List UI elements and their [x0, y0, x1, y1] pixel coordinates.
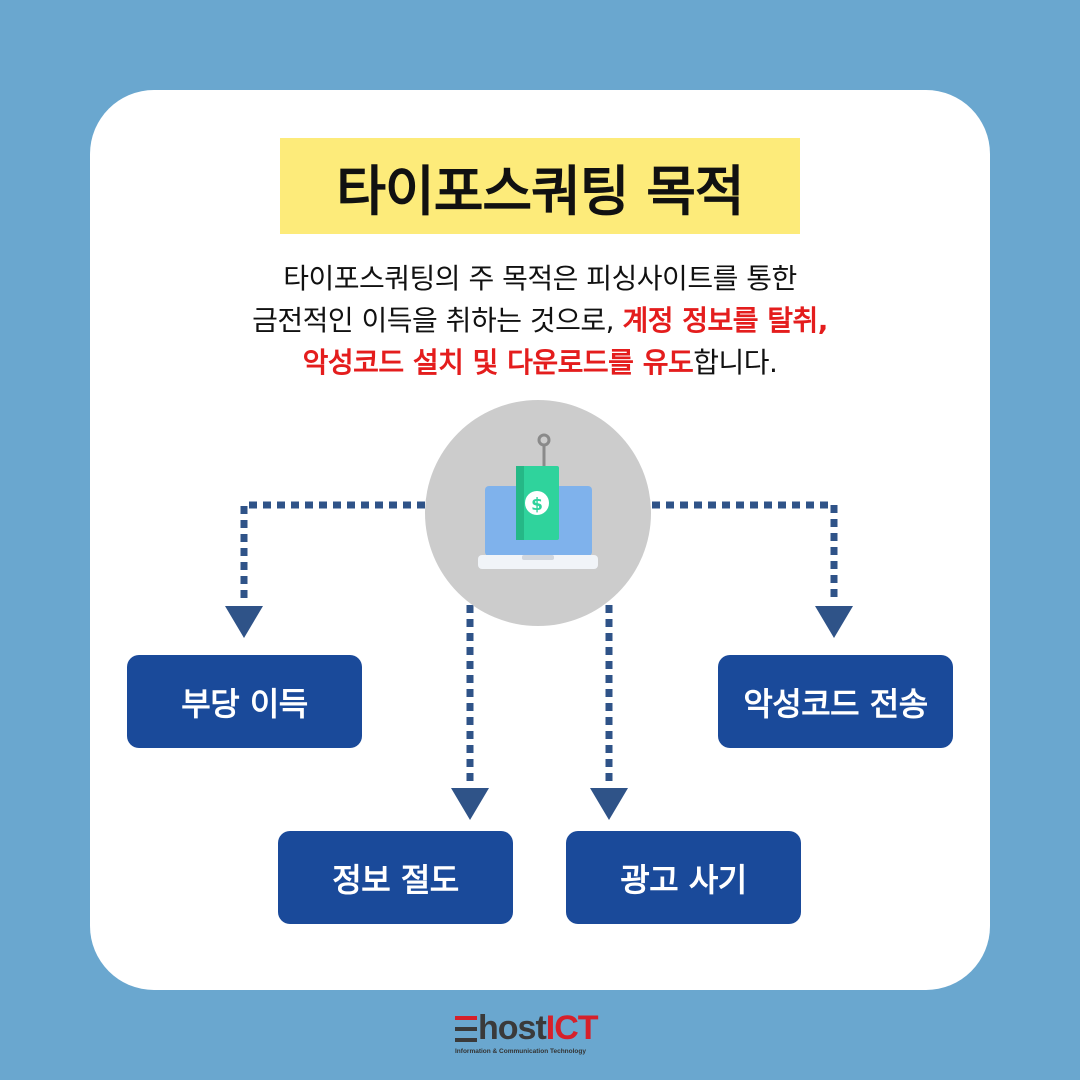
description-line-3: 악성코드 설치 및 다운로드를 유도합니다. — [140, 342, 940, 384]
logo-e-mark — [455, 1016, 477, 1042]
description-line-3-emphasis: 악성코드 설치 및 다운로드를 유도 — [302, 346, 694, 379]
arrowhead-bottom-right — [590, 788, 628, 820]
arrowhead-right — [815, 606, 853, 638]
description-line-1: 타이포스쿼팅의 주 목적은 피싱사이트를 통한 — [283, 262, 797, 295]
description-line-3-plain: 합니다. — [693, 346, 778, 379]
brand-logo: hostICT Information & Communication Tech… — [455, 1010, 635, 1060]
logo-wordmark: hostICT — [455, 1010, 635, 1046]
node-unfair-profit: 부당 이득 — [127, 655, 362, 748]
description-line-2-emphasis: 계정 정보를 탈취, — [622, 304, 828, 337]
connector-right — [652, 501, 838, 600]
title-highlight: 타이포스쿼팅 목적 — [280, 138, 800, 234]
logo-subtitle: Information & Communication Technology — [455, 1048, 586, 1055]
node-information-theft: 정보 절도 — [278, 831, 513, 924]
arrowhead-bottom-left — [451, 788, 489, 820]
logo-brand-text: hostICT — [478, 1009, 599, 1047]
svg-text:$: $ — [531, 495, 543, 515]
description: 타이포스쿼팅의 주 목적은 피싱사이트를 통한 금전적인 이득을 취하는 것으로… — [140, 258, 940, 384]
description-line-2: 금전적인 이득을 취하는 것으로, 계정 정보를 탈취, — [140, 300, 940, 342]
arrowhead-left — [225, 606, 263, 638]
node-ad-fraud: 광고 사기 — [566, 831, 801, 924]
description-line-2-plain: 금전적인 이득을 취하는 것으로, — [252, 304, 623, 337]
logo-ict-text: ICT — [545, 1009, 599, 1047]
node-malware-delivery: 악성코드 전송 — [718, 655, 953, 748]
page-title: 타이포스쿼팅 목적 — [336, 159, 744, 223]
connector-left — [240, 501, 425, 600]
